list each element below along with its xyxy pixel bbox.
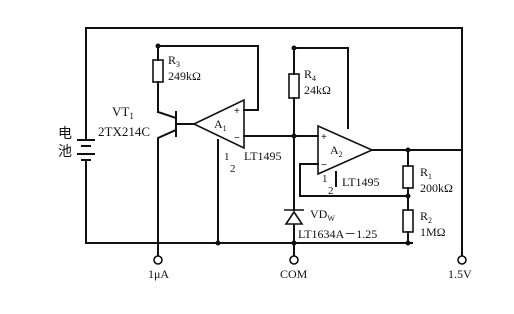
wires — [85, 27, 463, 257]
battery-label-1: 电 — [58, 126, 72, 142]
junction-dot — [405, 240, 411, 246]
a1-minus-sign: − — [234, 133, 240, 144]
a1-half-num: 1 — [224, 151, 230, 163]
r4-resistor — [288, 73, 300, 99]
r4-ref: R4 — [304, 67, 316, 83]
battery — [77, 139, 95, 161]
r1-ref: R1 — [420, 165, 432, 181]
vt1-collector-wire — [156, 110, 178, 120]
junction-dot — [405, 147, 411, 153]
vt1-part: 2TX214C — [98, 124, 150, 139]
a1-supply-wire — [157, 45, 259, 111]
vt1-emitter-wire — [157, 128, 178, 244]
vdw-part: LT1634A－1.25 — [298, 227, 377, 241]
r1-value: 200kΩ — [420, 181, 453, 195]
junction-dot — [291, 45, 297, 51]
zener-diode — [284, 209, 304, 228]
r3-ref: R3 — [168, 53, 180, 69]
in-terminal-label: 1μA — [148, 267, 169, 281]
in-terminal — [153, 255, 163, 265]
junction-dot — [155, 43, 161, 49]
a1-ref: A1 — [214, 117, 227, 133]
top-rail-wire — [85, 27, 463, 151]
a2-minus-sign: − — [321, 160, 327, 171]
a1-part: LT1495 — [244, 149, 282, 163]
a1-opamp — [192, 98, 245, 150]
zener-triangle — [284, 210, 304, 225]
r4-value: 24kΩ — [304, 83, 331, 97]
r2-value: 1MΩ — [420, 225, 446, 239]
junction-dot — [215, 240, 221, 246]
com-terminal-label: COM — [280, 267, 308, 281]
vdw-ref: VDW — [310, 207, 335, 223]
r2-resistor — [402, 209, 414, 233]
junction-dot — [405, 193, 411, 199]
r2-ref: R2 — [420, 209, 432, 225]
a2-feedback-wire — [299, 163, 409, 197]
junction-dot — [291, 133, 297, 139]
battery-label-2: 池 — [58, 144, 72, 160]
r3-resistor — [152, 59, 164, 83]
bottom-rail-wire — [85, 161, 413, 244]
r3-value: 249kΩ — [168, 69, 201, 83]
out-terminal — [457, 255, 467, 265]
a2-half-den: 2 — [328, 185, 334, 197]
a2-supply-wire — [293, 47, 349, 129]
a2-output-wire — [371, 149, 463, 244]
out-terminal-label: 1.5V — [448, 267, 472, 281]
a2-opamp — [317, 124, 374, 176]
a2-part: LT1495 — [342, 175, 380, 189]
a1-plus-sign: + — [234, 106, 240, 117]
a2-plus-sign: + — [321, 132, 327, 143]
junction-dot — [291, 240, 297, 246]
a1-half-den: 2 — [230, 163, 236, 175]
vt1-ref: VT1 — [112, 104, 134, 121]
r1-resistor — [402, 165, 414, 189]
a2-ref: A2 — [330, 143, 343, 159]
com-terminal — [289, 255, 299, 265]
a2-half-num: 1 — [322, 173, 328, 185]
